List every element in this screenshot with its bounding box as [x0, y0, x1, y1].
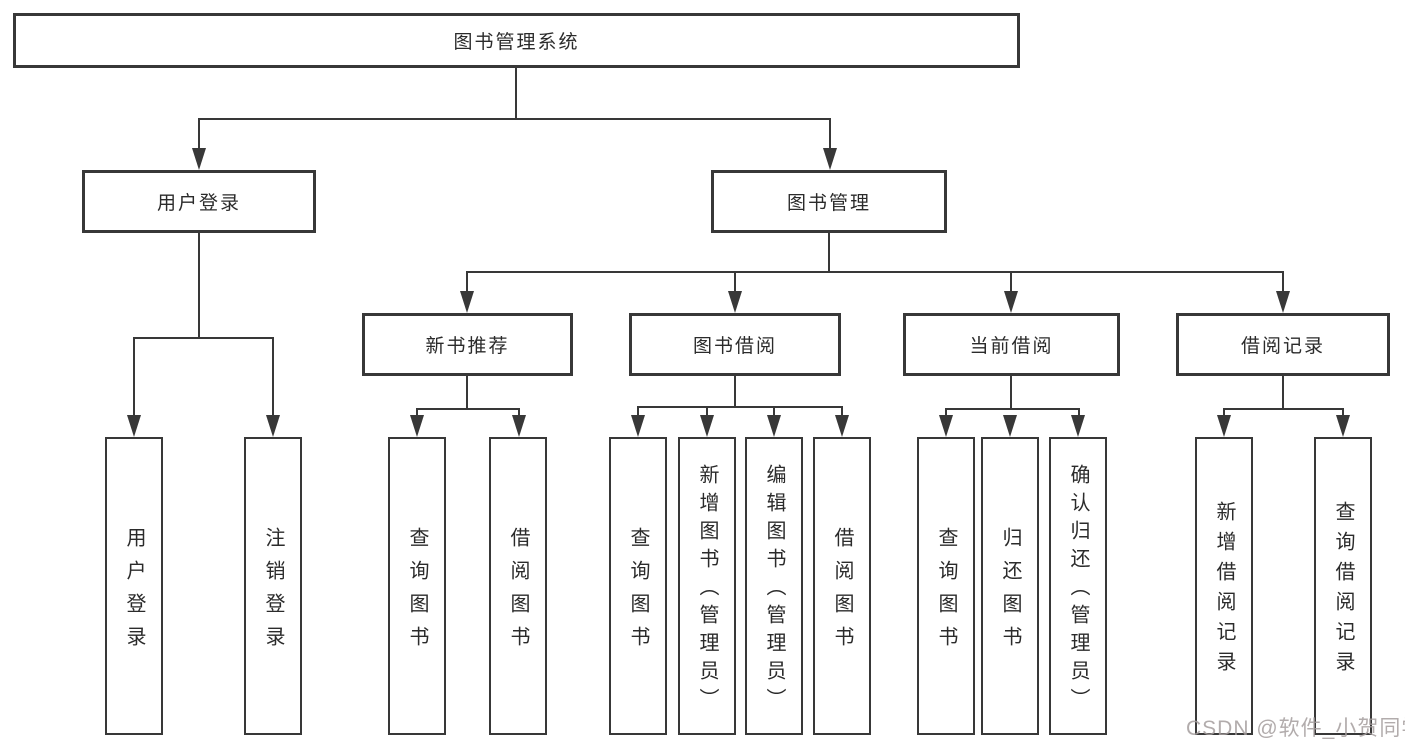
connector-line [1282, 376, 1284, 410]
leaf-edit-book-admin: 编辑图书（管理员） [745, 437, 803, 735]
arrow-down-icon [835, 415, 849, 437]
arrow-down-icon [460, 291, 474, 313]
connector-line [828, 233, 830, 271]
leaf-query-book-recommend: 查询图书 [388, 437, 446, 735]
connector-line [1010, 271, 1012, 293]
connector-line [1282, 271, 1284, 293]
connector-line [773, 406, 775, 416]
connector-line [416, 408, 418, 418]
arrow-down-icon [192, 148, 206, 170]
arrow-down-icon [1217, 415, 1231, 437]
connector-line [466, 271, 468, 293]
leaf-user-login: 用户登录 [105, 437, 163, 735]
watermark: CSDN @软件_小贺同学 [1186, 717, 1405, 740]
connector-line [734, 271, 736, 293]
connector-line [1223, 408, 1344, 410]
node-borrowing-records: 借阅记录 [1176, 313, 1390, 376]
connector-line [198, 233, 200, 337]
leaf-query-borrow-record: 查询借阅记录 [1314, 437, 1372, 735]
arrow-down-icon [127, 415, 141, 437]
leaf-query-book-borrowing: 查询图书 [609, 437, 667, 735]
leaf-add-book-admin: 新增图书（管理员） [678, 437, 736, 735]
arrow-down-icon [700, 415, 714, 437]
arrow-down-icon [1071, 415, 1085, 437]
connector-line [272, 337, 274, 417]
leaf-query-book-current: 查询图书 [917, 437, 975, 735]
connector-line [706, 406, 708, 416]
connector-line [518, 408, 520, 418]
leaf-logout-login: 注销登录 [244, 437, 302, 735]
node-library-system: 图书管理系统 [13, 13, 1020, 68]
connector-line [515, 68, 517, 119]
node-new-book-recommend: 新书推荐 [362, 313, 573, 376]
leaf-borrow-book-borrowing: 借阅图书 [813, 437, 871, 735]
leaf-return-book: 归还图书 [981, 437, 1039, 735]
arrow-down-icon [1003, 415, 1017, 437]
node-user-login: 用户登录 [82, 170, 316, 233]
connector-line [1342, 408, 1344, 418]
connector-line [945, 408, 947, 418]
connector-line [198, 118, 200, 151]
connector-line [466, 271, 1284, 273]
connector-line [945, 408, 1080, 410]
arrow-down-icon [1336, 415, 1350, 437]
arrow-down-icon [1276, 291, 1290, 313]
connector-line [416, 408, 520, 410]
connector-line [1010, 376, 1012, 410]
arrow-down-icon [939, 415, 953, 437]
connector-line [1223, 408, 1225, 418]
node-book-management: 图书管理 [711, 170, 947, 233]
arrow-down-icon [728, 291, 742, 313]
connector-line [637, 406, 843, 408]
arrow-down-icon [767, 415, 781, 437]
node-book-borrowing: 图书借阅 [629, 313, 841, 376]
arrow-down-icon [410, 415, 424, 437]
arrow-down-icon [631, 415, 645, 437]
connector-line [133, 337, 274, 339]
leaf-borrow-book-recommend: 借阅图书 [489, 437, 547, 735]
connector-line [637, 406, 639, 416]
connector-line [1078, 408, 1080, 418]
node-current-borrowing: 当前借阅 [903, 313, 1120, 376]
leaf-confirm-return-admin: 确认归还（管理员） [1049, 437, 1107, 735]
arrow-down-icon [512, 415, 526, 437]
arrow-down-icon [823, 148, 837, 170]
connector-line [841, 406, 843, 416]
arrow-down-icon [1004, 291, 1018, 313]
leaf-add-borrow-record: 新增借阅记录 [1195, 437, 1253, 735]
connector-line [829, 118, 831, 151]
connector-line [466, 376, 468, 410]
connector-line [198, 118, 831, 120]
connector-line [133, 337, 135, 417]
connector-line [734, 376, 736, 408]
arrow-down-icon [266, 415, 280, 437]
